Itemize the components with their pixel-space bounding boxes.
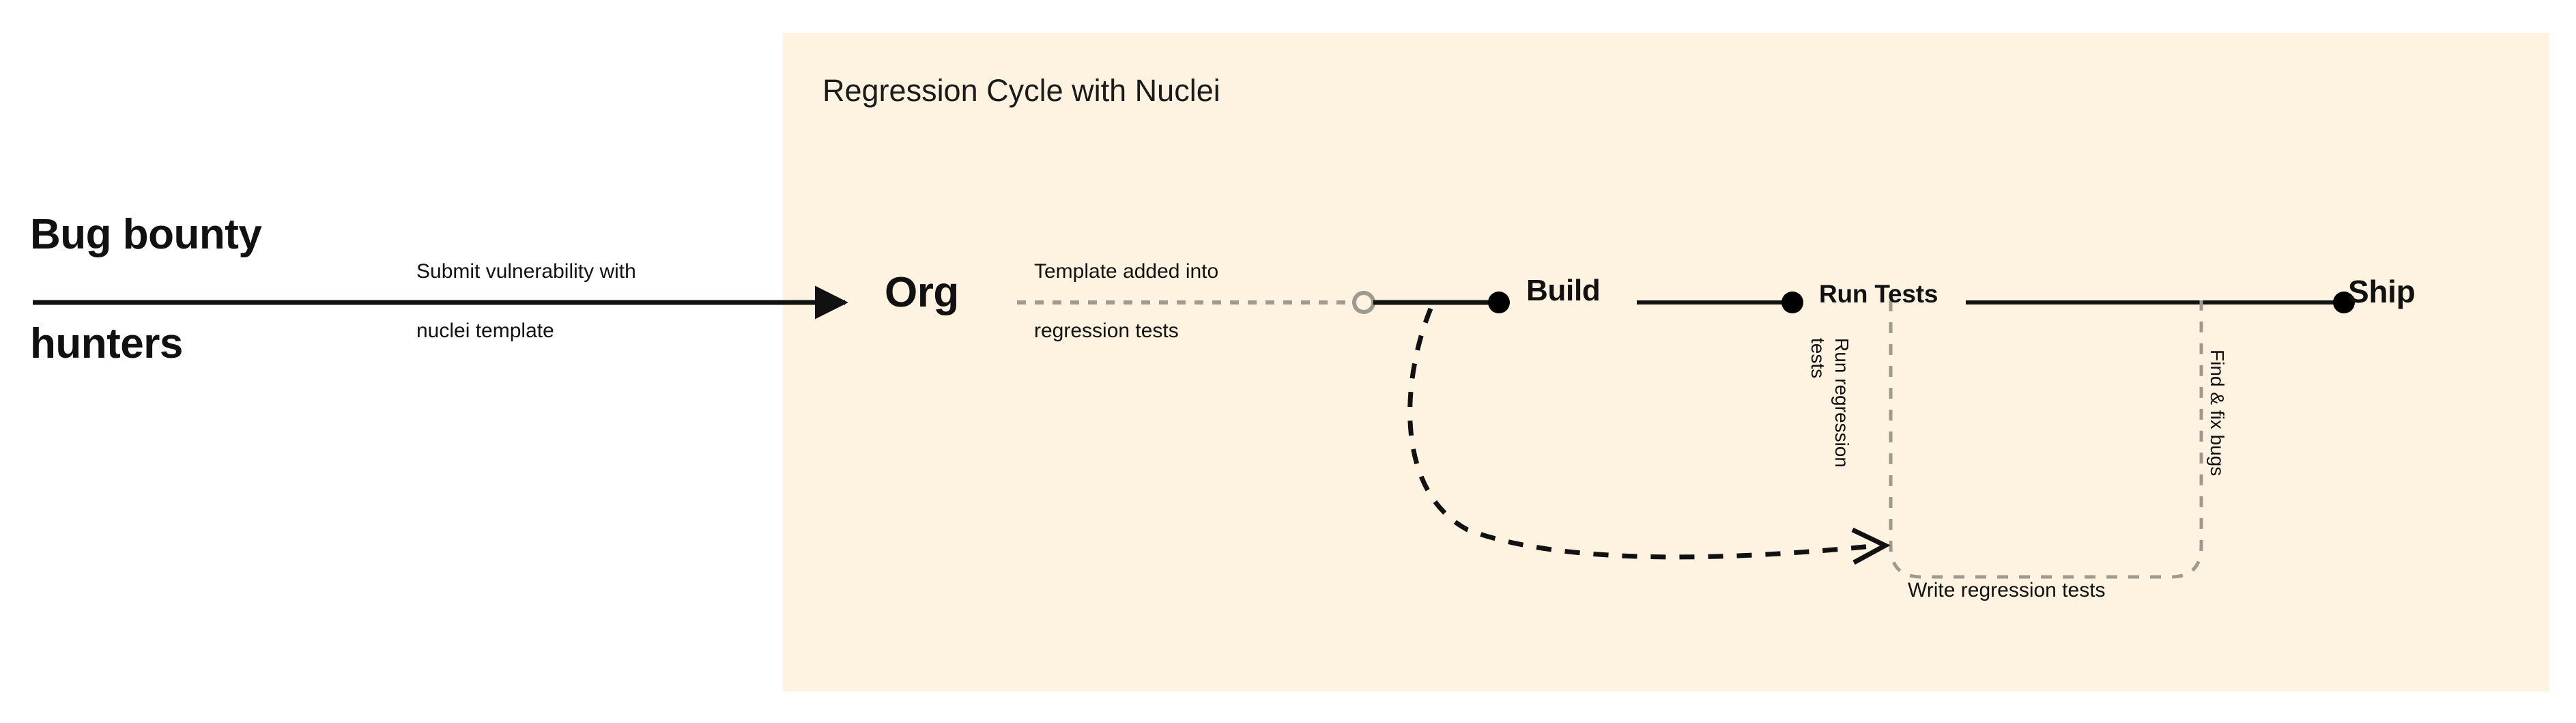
run-regression-label-line2: tests [1807,338,1829,379]
node-build-label: Build [1526,274,1601,307]
actor-label-line2: hunters [30,320,183,367]
feedback-loop-arrow [1407,307,1872,560]
find-and-fix-bugs-label: Find & fix bugs [2207,350,2228,477]
submit-edge-label-line1: Submit vulnerability with [416,260,636,283]
node-org-label: Org [885,269,959,316]
feedback-loop-arrowhead [1851,527,1891,565]
write-regression-tests-label: Write regression tests [1908,579,2106,601]
actor-label-line1: Bug bounty [30,211,262,258]
run-regression-label-line1: Run regression [1831,338,1852,468]
node-build-dot [1488,292,1510,313]
template-merge-node [1352,291,1375,314]
node-ship-dot [2333,292,2355,313]
template-edge-label-line1: Template added into [1034,260,1219,283]
template-edge-label-line2: regression tests [1034,320,1179,342]
node-ship-label: Ship [2348,274,2416,309]
node-runtests-dot [1781,292,1803,313]
node-runtests-label: Run Tests [1819,280,1938,308]
write-regression-box [1889,300,2203,579]
panel-title: Regression Cycle with Nuclei [822,73,1220,108]
panel-background [783,33,2549,692]
submit-edge-label-line2: nuclei template [416,320,554,342]
